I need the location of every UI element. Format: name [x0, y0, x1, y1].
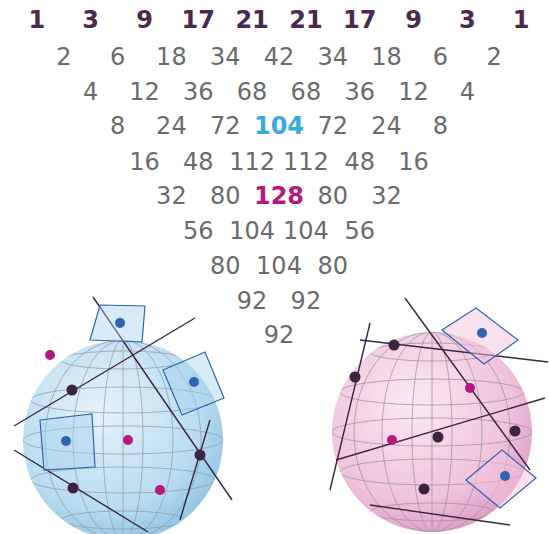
- triangle-number: 80: [210, 252, 241, 280]
- triangle-number: 1: [29, 6, 46, 34]
- triangle-number: 6: [110, 43, 125, 71]
- triangle-number: 80: [318, 182, 349, 210]
- triangle-number: 56: [183, 217, 214, 245]
- triangle-number: 72: [318, 112, 349, 140]
- triangle-number: 42: [264, 43, 295, 71]
- triangle-number: 48: [344, 148, 375, 176]
- triangle-number: 24: [156, 112, 187, 140]
- triangle-number: 8: [110, 112, 125, 140]
- triangle-number: 32: [371, 182, 402, 210]
- triangle-number: 16: [129, 148, 160, 176]
- triangle-number: 112: [283, 148, 329, 176]
- triangle-number: 112: [229, 148, 275, 176]
- triangle-number: 104: [229, 217, 275, 245]
- triangle-number: 104: [283, 217, 329, 245]
- triangle-number: 9: [405, 6, 422, 34]
- triangle-number: 92: [264, 321, 295, 349]
- triangle-number: 24: [371, 112, 402, 140]
- triangle-number: 72: [210, 112, 241, 140]
- triangle-number: 16: [398, 148, 429, 176]
- triangle-number: 92: [291, 287, 322, 315]
- triangle-number: 104: [254, 112, 304, 140]
- triangle-number: 8: [433, 112, 448, 140]
- triangle-number: 21: [235, 6, 268, 34]
- triangle-number: 36: [183, 78, 214, 106]
- triangle-number: 12: [129, 78, 160, 106]
- triangle-number: 80: [318, 252, 349, 280]
- triangle-number: 3: [82, 6, 99, 34]
- triangle-number: 18: [371, 43, 402, 71]
- triangle-number: 92: [237, 287, 268, 315]
- triangle-number: 68: [237, 78, 268, 106]
- triangle-number: 17: [343, 6, 376, 34]
- triangle-number: 1: [513, 6, 530, 34]
- triangle-number: 21: [289, 6, 322, 34]
- triangle-number: 2: [56, 43, 71, 71]
- triangle-number: 56: [344, 217, 375, 245]
- triangle-number: 17: [182, 6, 215, 34]
- triangle-number: 4: [460, 78, 475, 106]
- triangle-number: 104: [256, 252, 302, 280]
- triangle-number: 4: [83, 78, 98, 106]
- triangle-number: 18: [156, 43, 187, 71]
- triangle-number: 12: [398, 78, 429, 106]
- triangle-number: 80: [210, 182, 241, 210]
- triangle-number: 9: [136, 6, 153, 34]
- triangle-number: 32: [156, 182, 187, 210]
- triangle-number: 36: [344, 78, 375, 106]
- triangle-number: 48: [183, 148, 214, 176]
- triangle-number: 2: [487, 43, 502, 71]
- triangle-number: 6: [433, 43, 448, 71]
- triangle-number: 3: [459, 6, 476, 34]
- triangle-number: 34: [318, 43, 349, 71]
- triangle-number: 34: [210, 43, 241, 71]
- triangle-number: 68: [291, 78, 322, 106]
- triangle-number: 128: [254, 182, 304, 210]
